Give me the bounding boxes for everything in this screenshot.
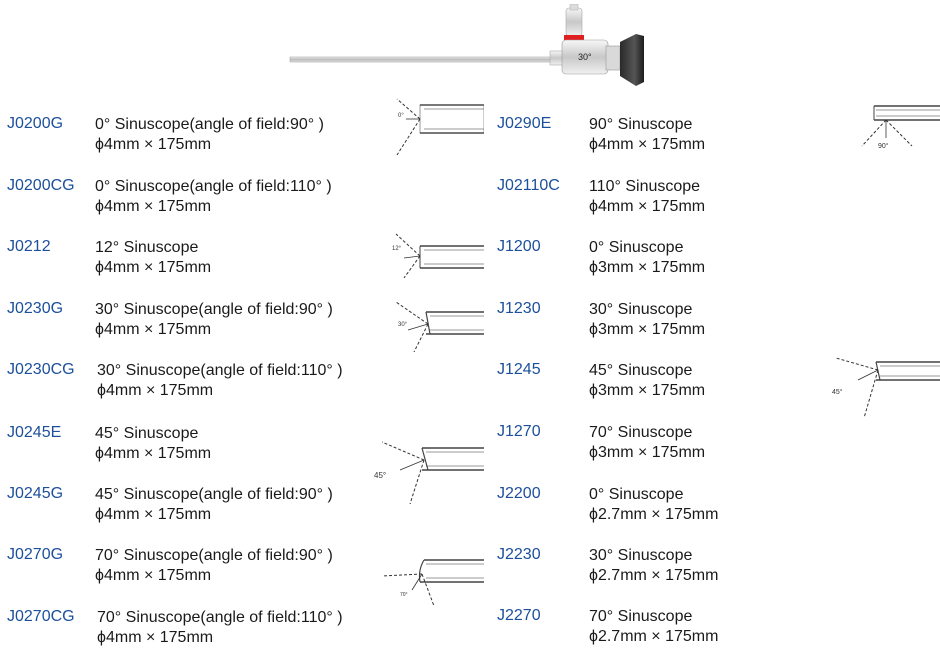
scope-tip-diagram-12deg: 12° [392, 233, 484, 279]
scope-tip-diagram-45deg: 45° [374, 441, 484, 504]
item-dimensions: ϕ3mm × 175mm [589, 382, 706, 399]
item-dimensions: ϕ4mm × 175mm [95, 506, 212, 523]
scope-tip-diagram-70deg: 70° [381, 559, 484, 606]
item-code: J0230CG [7, 361, 75, 378]
item-title: 70° Sinuscope [589, 608, 693, 625]
scope-tip-diagram-30deg: 30° [395, 301, 484, 352]
item-title: 45° Sinuscope(angle of field:90° ) [95, 486, 333, 503]
item-dimensions: ϕ3mm × 175mm [589, 321, 706, 338]
item-code: J0200CG [7, 177, 75, 194]
angle-label: 70° [400, 592, 408, 598]
item-dimensions: ϕ4mm × 175mm [95, 321, 212, 338]
angle-label: 0° [398, 113, 404, 119]
scope-tip-diagram-90deg: 90° [861, 105, 940, 150]
item-dimensions: ϕ4mm × 175mm [95, 567, 212, 584]
item-code: J0212 [7, 238, 51, 255]
item-dimensions: ϕ4mm × 175mm [589, 198, 706, 215]
item-title: 90° Sinuscope [589, 116, 693, 133]
item-code: J2200 [497, 485, 541, 502]
angle-label: 12° [392, 246, 402, 252]
item-title: 30° Sinuscope(angle of field:110° ) [97, 362, 343, 379]
item-dimensions: ϕ4mm × 175mm [95, 136, 212, 153]
item-title: 45° Sinuscope [95, 425, 199, 442]
item-title: 30° Sinuscope [589, 547, 693, 564]
item-dimensions: ϕ3mm × 175mm [589, 444, 706, 461]
item-dimensions: ϕ4mm × 175mm [95, 259, 212, 276]
item-title: 70° Sinuscope [589, 424, 693, 441]
item-dimensions: ϕ4mm × 175mm [95, 198, 212, 215]
item-dimensions: ϕ2.7mm × 175mm [589, 506, 719, 523]
item-dimensions: ϕ4mm × 175mm [95, 445, 212, 462]
angle-label: 45° [832, 388, 843, 396]
item-title: 0° Sinuscope(angle of field:90° ) [95, 116, 324, 133]
item-code: J0230G [7, 300, 64, 317]
item-code: J0290E [497, 115, 552, 132]
item-title: 12° Sinuscope [95, 239, 199, 256]
item-code: J1200 [497, 238, 541, 255]
angle-label: 45° [374, 471, 386, 480]
item-title: 30° Sinuscope(angle of field:90° ) [95, 301, 333, 318]
item-code: J1270 [497, 423, 541, 440]
item-title: 70° Sinuscope(angle of field:90° ) [95, 547, 333, 564]
item-title: 30° Sinuscope [589, 301, 693, 318]
angle-label: 30° [398, 322, 408, 328]
sinuscope-product-image: 30° [289, 4, 644, 86]
item-dimensions: ϕ4mm × 175mm [97, 382, 214, 399]
item-code: J0245E [7, 424, 62, 441]
item-title: 110° Sinuscope [589, 178, 701, 195]
item-code: J0270G [7, 546, 64, 563]
item-code: J1230 [497, 300, 541, 317]
item-title: 0° Sinuscope [589, 239, 684, 256]
item-code: J2230 [497, 546, 541, 563]
item-title: 45° Sinuscope [589, 362, 693, 379]
item-code: J2270 [497, 607, 541, 624]
item-title: 0° Sinuscope [589, 486, 684, 503]
item-title: 70° Sinuscope(angle of field:110° ) [97, 609, 343, 626]
item-code: J0270CG [7, 608, 75, 625]
item-dimensions: ϕ3mm × 175mm [589, 259, 706, 276]
item-dimensions: ϕ2.7mm × 175mm [589, 628, 719, 645]
item-dimensions: ϕ4mm × 175mm [97, 629, 214, 646]
angle-label: 90° [878, 142, 889, 150]
item-dimensions: ϕ4mm × 175mm [589, 136, 706, 153]
product-angle-label: 30° [578, 52, 592, 62]
scope-tip-diagram-45deg-right: 45° [832, 357, 940, 419]
item-code: J0245G [7, 485, 64, 502]
item-dimensions: ϕ2.7mm × 175mm [589, 567, 719, 584]
item-code: J02110C [497, 177, 560, 194]
item-title: 0° Sinuscope(angle of field:110° ) [95, 178, 332, 195]
scope-tip-diagram-0deg: 0° [396, 98, 484, 156]
item-code: J1245 [497, 361, 541, 378]
item-code: J0200G [7, 115, 64, 132]
